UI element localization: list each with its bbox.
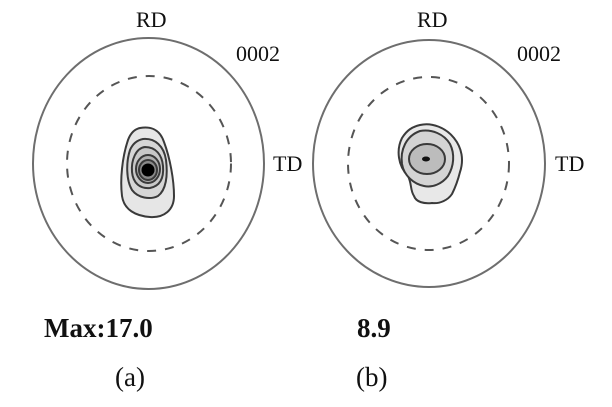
dashed-circle-a	[66, 75, 232, 252]
outer-circle-b	[312, 39, 546, 288]
max-intensity-label-a: Max:17.0	[44, 313, 153, 343]
td-axis-label-a: TD	[273, 151, 303, 176]
outer-circle-a	[32, 37, 265, 290]
pole-figure-b	[312, 39, 546, 288]
rd-axis-label-b: RD	[417, 7, 448, 32]
plane-label-a: 0002	[236, 41, 280, 66]
rd-axis-label-a: RD	[136, 7, 167, 32]
td-axis-label-b: TD	[555, 151, 585, 176]
intensity-contours-a	[120, 126, 176, 219]
max-intensity-label-b: 8.9	[357, 313, 391, 343]
dashed-circle-b	[347, 76, 510, 251]
intensity-contours-b	[397, 123, 463, 205]
pole-figure-a	[32, 37, 265, 290]
caption-a: (a)	[115, 362, 145, 392]
caption-b: (b)	[356, 362, 388, 392]
plane-label-b: 0002	[517, 41, 561, 66]
